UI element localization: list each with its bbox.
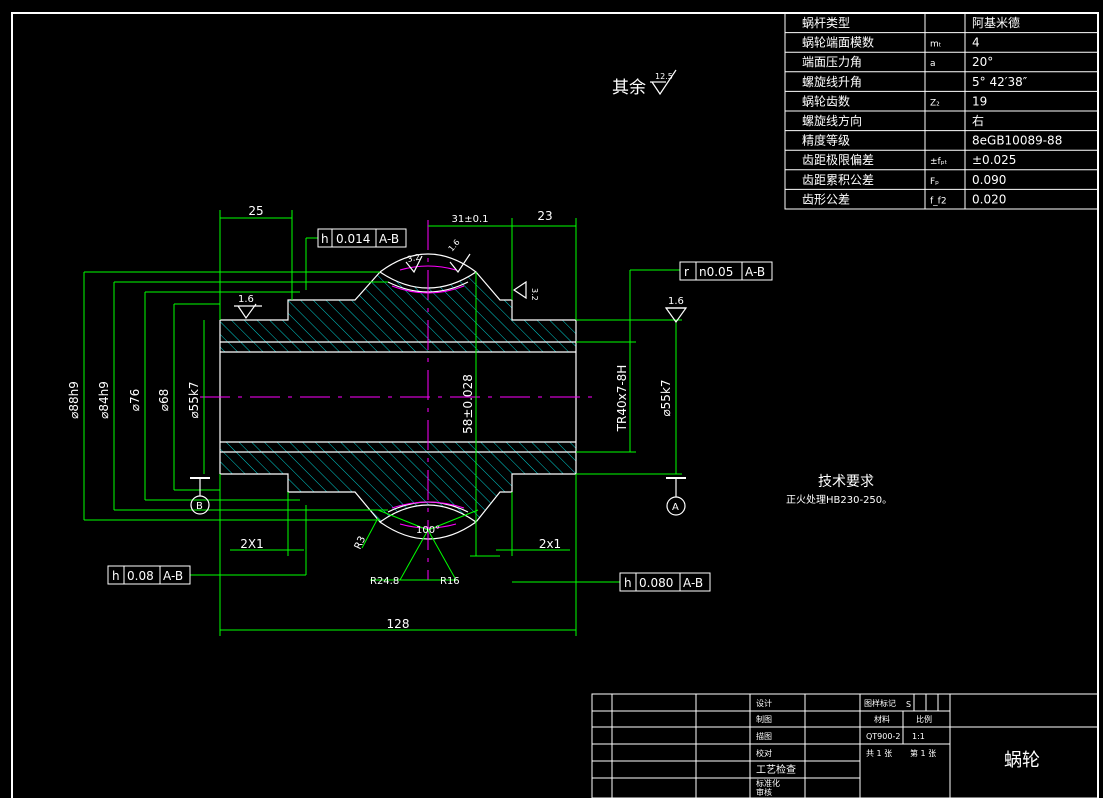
worm-wheel-section xyxy=(200,220,600,580)
tech-req-text: 正火处理HB230-250。 xyxy=(786,494,892,506)
svg-text:A-B: A-B xyxy=(379,232,399,246)
tolerance-frame-bottom-left: h 0.08 A-B xyxy=(107,565,191,585)
param-name: 齿距极限偏差 xyxy=(802,152,874,167)
param-symbol: ±fₚₜ xyxy=(930,157,948,167)
svg-text:设计: 设计 xyxy=(756,698,772,708)
svg-text:描图: 描图 xyxy=(756,731,772,741)
svg-text:0.08: 0.08 xyxy=(127,569,154,583)
tolerance-frame-top: h 0.014 A-B xyxy=(317,228,407,248)
svg-text:h: h xyxy=(321,232,329,246)
svg-text:⌀55k7: ⌀55k7 xyxy=(187,381,201,418)
svg-text:R3: R3 xyxy=(353,535,369,552)
svg-text:第 1 张: 第 1 张 xyxy=(910,748,936,758)
svg-text:⌀76: ⌀76 xyxy=(128,389,142,412)
other-roughness-label: 其余 xyxy=(612,78,646,98)
svg-text:TR40x7-8H: TR40x7-8H xyxy=(615,365,629,433)
svg-text:审核: 审核 xyxy=(756,787,772,797)
svg-text:⌀88h9: ⌀88h9 xyxy=(67,381,81,419)
param-name: 齿距累积公差 xyxy=(802,173,874,187)
svg-text:12.5: 12.5 xyxy=(655,72,673,81)
param-value: 5° 42′38″ xyxy=(972,75,1028,89)
dimension-texts: ⌀88h9 ⌀84h9 ⌀76 ⌀68 ⌀55k7 TR40x7-8H ⌀55k… xyxy=(67,204,673,631)
svg-text:1.6: 1.6 xyxy=(447,238,462,254)
param-value: 阿基米德 xyxy=(972,15,1020,30)
drawing-frame xyxy=(11,12,1099,798)
svg-text:校对: 校对 xyxy=(756,748,772,758)
svg-text:31±0.1: 31±0.1 xyxy=(451,214,488,225)
other-roughness-symbol: 12.5 xyxy=(650,69,677,96)
svg-text:23: 23 xyxy=(537,209,552,223)
svg-text:A-B: A-B xyxy=(683,576,703,590)
svg-text:n0.05: n0.05 xyxy=(699,265,733,279)
svg-text:R24.8: R24.8 xyxy=(370,576,399,587)
svg-text:1:1: 1:1 xyxy=(912,732,925,741)
svg-text:R16: R16 xyxy=(440,576,460,587)
param-value: 8eGB10089-88 xyxy=(972,134,1062,148)
svg-text:⌀55k7: ⌀55k7 xyxy=(659,379,673,416)
dimension-lines xyxy=(83,210,682,636)
param-symbol: a xyxy=(930,59,936,69)
svg-text:128: 128 xyxy=(387,617,410,631)
svg-text:1.6: 1.6 xyxy=(668,296,684,307)
param-value: 20° xyxy=(972,55,993,69)
svg-text:共 1 张: 共 1 张 xyxy=(866,749,892,758)
svg-text:0.080: 0.080 xyxy=(639,576,673,590)
svg-text:⌀68: ⌀68 xyxy=(157,389,171,412)
svg-text:A-B: A-B xyxy=(745,265,765,279)
title-block: 设计 制图 描图 校对 工艺检查 标准化 审核 图样标记 S 材料 比例 QT9… xyxy=(591,693,1099,798)
svg-text:工艺检查: 工艺检查 xyxy=(756,763,796,776)
svg-text:标准化: 标准化 xyxy=(756,778,780,788)
svg-text:比例: 比例 xyxy=(916,714,932,724)
param-name: 精度等级 xyxy=(802,133,850,148)
datum-b: B xyxy=(190,477,210,515)
svg-text:25: 25 xyxy=(248,204,263,218)
tech-req-title: 技术要求 xyxy=(818,474,874,490)
svg-text:h: h xyxy=(624,576,632,590)
svg-text:2x1: 2x1 xyxy=(539,537,561,551)
param-value: 19 xyxy=(972,94,987,108)
param-name: 齿形公差 xyxy=(802,192,850,206)
svg-text:B: B xyxy=(196,501,203,512)
svg-text:A-B: A-B xyxy=(163,569,183,583)
param-value: ±0.025 xyxy=(972,153,1016,167)
svg-text:A: A xyxy=(672,502,679,513)
svg-text:图样标记: 图样标记 xyxy=(864,698,896,708)
svg-text:0.014: 0.014 xyxy=(336,232,370,246)
svg-text:58±0.028: 58±0.028 xyxy=(461,374,475,434)
svg-text:2X1: 2X1 xyxy=(240,537,264,551)
svg-text:h: h xyxy=(112,569,120,583)
svg-text:r: r xyxy=(684,265,689,279)
tolerance-frame-bottom-right: h 0.080 A-B xyxy=(619,572,711,592)
param-symbol: f_f2 xyxy=(930,196,947,206)
svg-text:QT900-2: QT900-2 xyxy=(866,732,900,741)
svg-text:制图: 制图 xyxy=(756,714,772,724)
svg-text:⌀84h9: ⌀84h9 xyxy=(97,381,111,419)
param-name: 蜗轮齿数 xyxy=(802,93,850,108)
svg-text:材料: 材料 xyxy=(874,714,890,724)
param-name: 螺旋线升角 xyxy=(802,75,862,89)
param-value: 0.090 xyxy=(972,173,1006,187)
param-name: 蜗轮端面模数 xyxy=(802,35,874,50)
param-symbol: Z₂ xyxy=(930,98,940,108)
part-name: 蜗轮 xyxy=(1004,750,1040,771)
param-value: 4 xyxy=(972,36,980,50)
datum-a: A xyxy=(666,477,686,516)
param-symbol: Fₚ xyxy=(930,177,939,187)
param-name: 端面压力角 xyxy=(802,55,862,69)
param-value: 右 xyxy=(972,113,984,128)
tolerance-frame-right: r n0.05 A-B xyxy=(679,261,773,281)
svg-text:1.6: 1.6 xyxy=(238,294,254,305)
svg-text:S: S xyxy=(906,700,911,709)
svg-text:3.2: 3.2 xyxy=(407,253,421,264)
param-name: 螺旋线方向 xyxy=(802,113,862,128)
param-symbol: mₜ xyxy=(930,40,942,50)
svg-text:3.2: 3.2 xyxy=(530,288,539,301)
param-value: 0.020 xyxy=(972,192,1006,206)
param-name: 蜗杆类型 xyxy=(802,15,850,30)
svg-text:100°: 100° xyxy=(416,525,440,536)
